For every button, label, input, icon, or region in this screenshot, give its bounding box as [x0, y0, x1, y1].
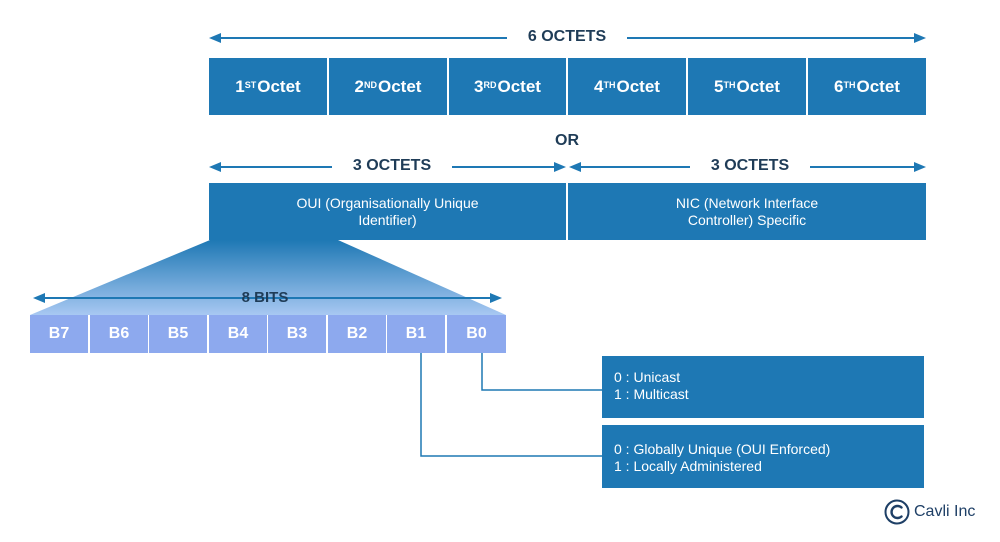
bit-b3: B3 [268, 315, 327, 353]
oui-line-1: OUI (Organisationally Unique [296, 194, 479, 211]
octet-word: Octet [736, 76, 780, 96]
locally-administered-line: 1 : Locally Administered [614, 458, 762, 474]
cavli-logo: Cavli Inc [884, 499, 975, 525]
octet-suffix: TH [843, 79, 856, 90]
octet-suffix: RD [483, 79, 497, 90]
eight-bits-label: 8 BITS [241, 289, 289, 306]
b1-connector [420, 353, 602, 457]
octet-suffix: TH [603, 79, 616, 90]
octet-number: 4 [594, 76, 604, 96]
octet-number: 1 [235, 76, 245, 96]
octet-suffix: ST [244, 79, 257, 90]
or-label: OR [555, 132, 579, 149]
oui-line-2: Identifier) [358, 211, 417, 228]
octet-word: Octet [616, 76, 660, 96]
bit-b7: B7 [30, 315, 89, 353]
bit-b6: B6 [90, 315, 149, 353]
unicast-line: 0 : Unicast [614, 369, 681, 385]
octet-number: 3 [474, 76, 484, 96]
bit-b4: B4 [209, 315, 268, 353]
cast-info-box: 0 : Unicast 1 : Multicast [602, 356, 924, 418]
b0-connector [481, 353, 602, 391]
nic-line-2: Controller) Specific [687, 211, 807, 228]
nic-line-1: NIC (Network Interface [675, 194, 819, 211]
octet-word: Octet [378, 76, 422, 96]
expansion-fan [30, 240, 506, 315]
octet-word: Octet [856, 76, 900, 96]
nic-box: NIC (Network Interface Controller) Speci… [568, 183, 926, 240]
right-three-octets-label: 3 OCTETS [690, 157, 810, 175]
eight-bits-arrow [33, 293, 502, 303]
admin-info-box: 0 : Globally Unique (OUI Enforced) 1 : L… [602, 425, 924, 488]
bit-b5: B5 [149, 315, 208, 353]
cavli-logo-icon [884, 499, 910, 525]
oui-box: OUI (Organisationally Unique Identifier) [209, 183, 566, 240]
globally-unique-line: 0 : Globally Unique (OUI Enforced) [614, 441, 831, 457]
octet-suffix: TH [723, 79, 736, 90]
multicast-line: 1 : Multicast [614, 386, 689, 402]
octet-number: 2 [354, 76, 364, 96]
bit-b1: B1 [387, 315, 446, 353]
octet-number: 6 [834, 76, 844, 96]
left-three-octets-label: 3 OCTETS [332, 157, 452, 175]
octet-suffix: ND [364, 79, 377, 90]
bit-b2: B2 [328, 315, 387, 353]
octet-number: 5 [714, 76, 724, 96]
octet-word: Octet [257, 76, 301, 96]
six-octets-label: 6 OCTETS [507, 28, 627, 46]
logo-text: Cavli Inc [914, 503, 976, 520]
bit-b0: B0 [447, 315, 506, 353]
octet-word: Octet [497, 76, 541, 96]
